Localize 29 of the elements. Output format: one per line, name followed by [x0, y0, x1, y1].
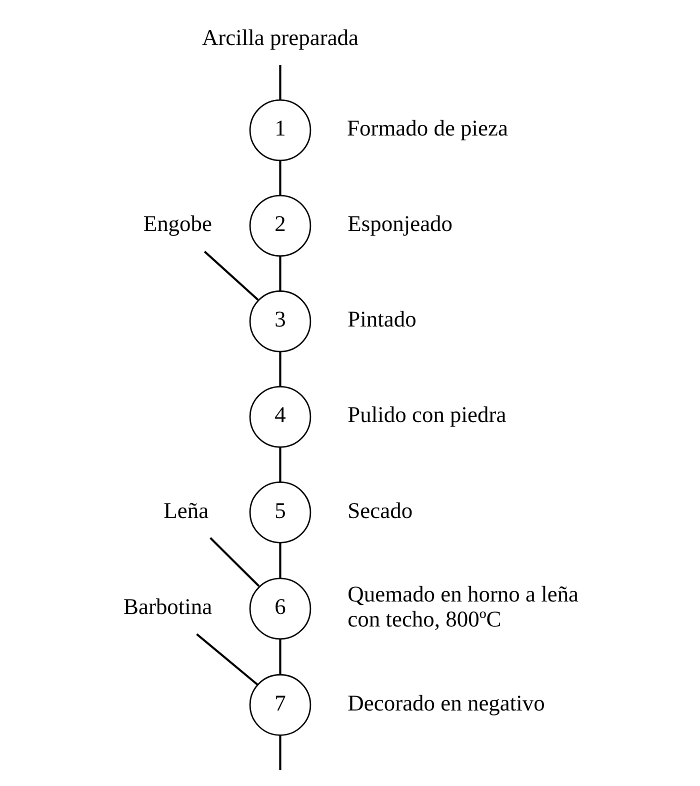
node-text: Arcilla preparada — [201, 24, 358, 50]
node-text: Leña — [163, 498, 208, 523]
connector — [196, 633, 258, 686]
connector — [278, 256, 281, 291]
node-label: Esponjeado — [347, 211, 452, 236]
node-circle: 1 — [248, 99, 311, 162]
node-label: Secado — [347, 498, 412, 523]
connector — [278, 735, 281, 770]
node-text: Engobe — [142, 211, 212, 236]
connector — [278, 352, 281, 386]
node-label: Pintado — [347, 306, 416, 332]
connector — [278, 160, 281, 196]
connector — [278, 639, 281, 674]
connector — [278, 542, 281, 578]
node-label: Formado de pieza — [346, 116, 508, 141]
node-label: Pulido con piedra — [347, 402, 506, 428]
connector — [203, 250, 258, 301]
connector — [278, 65, 281, 100]
node-label: Quemado en horno a leña con techo, 800ºC — [347, 581, 578, 632]
node-text: Barbotina — [123, 594, 212, 620]
node-circle: 6 — [248, 578, 311, 640]
node-circle: 2 — [248, 194, 311, 257]
node-circle: 7 — [248, 674, 311, 736]
node-circle: 5 — [248, 482, 311, 544]
node-circle: 3 — [248, 290, 311, 352]
node-label: Decorado en negativo — [347, 690, 544, 716]
connector — [209, 537, 260, 587]
connector — [278, 447, 281, 482]
node-circle: 4 — [248, 386, 311, 448]
